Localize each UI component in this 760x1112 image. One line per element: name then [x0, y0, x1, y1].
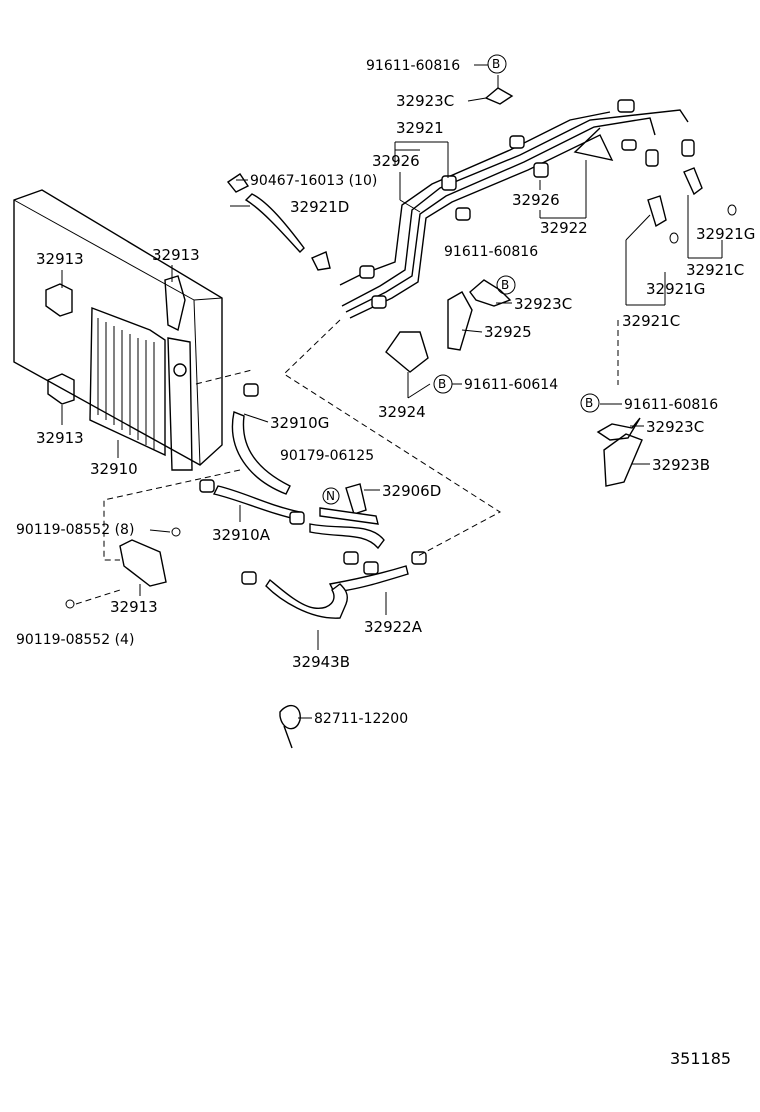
clamp-32926-b	[533, 162, 549, 178]
label-32910a: 32910A	[212, 526, 271, 544]
label-32925: 32925	[484, 323, 532, 341]
mount-bracket-bl	[47, 373, 75, 405]
mid-brackets	[385, 279, 512, 399]
label-32922: 32922	[540, 219, 588, 237]
oil-cooler-assembly	[13, 189, 223, 471]
label-32926-top: 32926	[372, 152, 420, 170]
label-32922a: 32922A	[364, 618, 423, 636]
label-32923c-top: 32923C	[396, 92, 454, 110]
label-32921c-mid: 32921C	[622, 312, 680, 330]
mount-bracket-tr	[164, 275, 186, 332]
label-32943b: 32943B	[292, 653, 350, 671]
label-90119-08552-4: 90119-08552 (4)	[16, 632, 134, 648]
label-90179-06125: 90179-06125	[280, 448, 374, 464]
label-32913-tl: 32913	[36, 250, 84, 268]
label-32910g: 32910G	[270, 414, 329, 432]
label-32906d: 32906D	[382, 482, 441, 500]
label-91611-60816-right: 91611-60816	[624, 397, 718, 413]
guide-lines	[75, 319, 501, 605]
label-32923c-mid: 32923C	[514, 295, 572, 313]
label-90467-16013: 90467-16013 (10)	[250, 173, 377, 189]
marker-b-top: B	[492, 57, 500, 71]
label-91611-60614: 91611-60614	[464, 377, 558, 393]
label-90119-08552-8: 90119-08552 (8)	[16, 522, 134, 538]
label-32921c-right: 32921C	[686, 261, 744, 279]
right-brackets	[596, 417, 643, 487]
marker-b-right: B	[585, 396, 593, 410]
label-32921g-right: 32921G	[696, 225, 755, 243]
label-32921d: 32921D	[290, 198, 349, 216]
label-82711-12200: 82711-12200	[314, 711, 408, 727]
label-32923c-right: 32923C	[646, 418, 704, 436]
pipe-assembly	[339, 75, 695, 319]
label-32924: 32924	[378, 403, 426, 421]
right-tubes	[617, 167, 737, 385]
label-32926-mid: 32926	[512, 191, 560, 209]
label-91611-60816-mid: 91611-60816	[444, 244, 538, 260]
label-91611-60816-top: 91611-60816	[366, 58, 460, 74]
label-32913-bl: 32913	[36, 429, 84, 447]
label-32910: 32910	[90, 460, 138, 478]
label-32921g-mid: 32921G	[646, 280, 705, 298]
marker-b-mid: B	[501, 278, 509, 292]
hose-assembly: N	[65, 173, 427, 749]
marker-n: N	[326, 489, 335, 503]
label-32913-lower: 32913	[110, 598, 158, 616]
reference-number: 351185	[670, 1049, 731, 1068]
clamp-32926-a	[441, 175, 457, 191]
marker-b-24: B	[438, 377, 446, 391]
label-32921: 32921	[396, 119, 444, 137]
label-32913-tr: 32913	[152, 246, 200, 264]
label-32923b: 32923B	[652, 456, 710, 474]
mount-bracket-tl	[45, 283, 73, 317]
